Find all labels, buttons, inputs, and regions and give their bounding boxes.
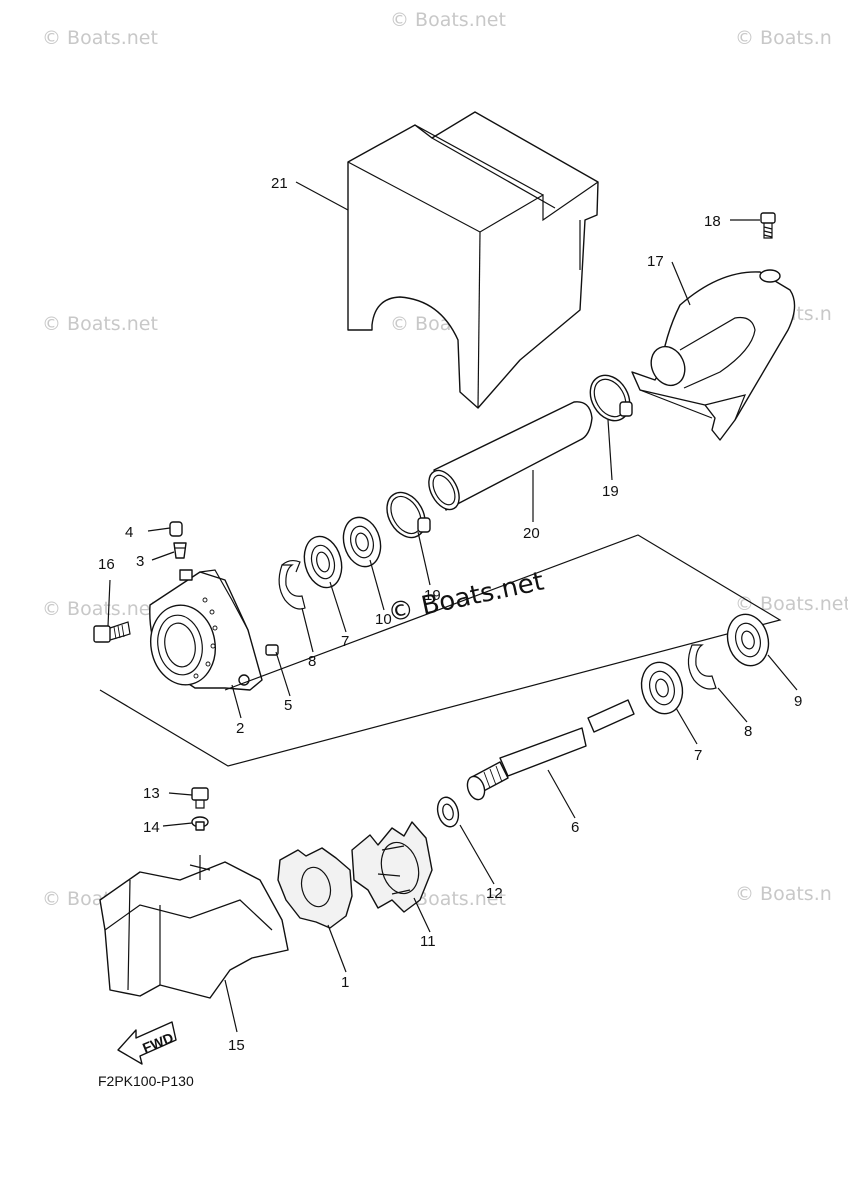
part-17-nozzle <box>631 269 796 441</box>
part-18-screw <box>760 212 776 239</box>
callout-11: 11 <box>420 933 436 950</box>
part-10-bearing <box>342 516 382 568</box>
part-20-hose <box>428 401 593 511</box>
watermark: © Boats.n <box>735 27 832 49</box>
section-lines <box>99 534 782 767</box>
callout-20: 20 <box>523 525 540 542</box>
diagram-code: F2PK100-P130 <box>98 1073 194 1089</box>
watermark: © Boats.net <box>42 27 158 49</box>
callout-5: 5 <box>284 697 292 714</box>
callout-10: 10 <box>375 611 392 628</box>
callout-19-lower: 19 <box>424 587 441 604</box>
part-9-bearing <box>726 613 770 667</box>
part-1-rubber <box>277 847 353 929</box>
part-12-washer <box>436 796 460 828</box>
callout-13: 13 <box>143 785 160 802</box>
part-13-bolt <box>191 787 209 809</box>
callout-19-upper: 19 <box>602 483 619 500</box>
callout-2: 2 <box>236 720 244 737</box>
part-8-circlip-upper <box>278 559 306 610</box>
callout-3: 3 <box>136 553 144 570</box>
part-4-cap <box>169 521 183 537</box>
watermark: © Boats.net <box>42 598 158 620</box>
callout-8-lower: 8 <box>744 723 752 740</box>
callout-7-lower: 7 <box>694 747 702 764</box>
part-15-duct <box>99 855 289 999</box>
part-19-clamp-upper <box>589 374 633 422</box>
callout-4: 4 <box>125 524 133 541</box>
watermark: © Boats.net <box>42 313 158 335</box>
callout-6: 6 <box>571 819 579 836</box>
callout-8-upper: 8 <box>308 653 316 670</box>
callout-18: 18 <box>704 213 721 230</box>
watermark: © Boats.net <box>390 9 506 31</box>
part-14-washer <box>191 816 209 831</box>
callout-7-upper: 7 <box>341 633 349 650</box>
callout-9: 9 <box>794 693 802 710</box>
part-8-circlip-lower <box>687 644 717 690</box>
part-11-impeller <box>351 821 433 913</box>
watermark-main: © Boats.net <box>385 567 546 629</box>
part-7-bearing-upper <box>303 535 343 589</box>
watermark: © Boats.net <box>735 593 848 615</box>
part-3-fitting <box>173 542 187 559</box>
part-7-bearing-lower <box>640 661 684 715</box>
callout-15: 15 <box>228 1037 245 1054</box>
part-6-shaft <box>466 699 635 801</box>
part-2-housing <box>149 569 263 691</box>
callout-12: 12 <box>486 885 503 902</box>
fwd-arrow-icon: FWD <box>117 1021 177 1065</box>
part-5-pin <box>265 644 279 656</box>
part-16-bolt <box>93 621 131 643</box>
callout-1: 1 <box>341 974 349 991</box>
watermark: © Boats.n <box>735 883 832 905</box>
callout-17: 17 <box>647 253 664 270</box>
leader-lines <box>107 181 798 1033</box>
part-21-cover <box>347 111 599 409</box>
callout-16: 16 <box>98 556 115 573</box>
part-19-clamp-lower <box>386 491 431 539</box>
callout-labels: 1 2 3 4 5 6 7 7 8 8 9 10 11 12 13 14 15 … <box>98 175 802 1054</box>
callout-21: 21 <box>271 175 288 192</box>
callout-14: 14 <box>143 819 160 836</box>
